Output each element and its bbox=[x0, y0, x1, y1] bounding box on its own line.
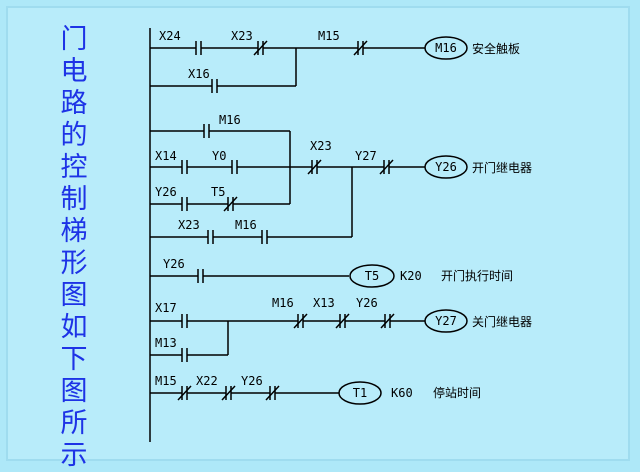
title-char: 的 bbox=[60, 120, 88, 151]
coil-y26-desc: 开门继电器 bbox=[472, 160, 532, 175]
label-m16: M16 bbox=[219, 113, 241, 127]
title-char: 控 bbox=[60, 152, 88, 183]
coil-t5: T5 bbox=[365, 269, 379, 283]
diagram-panel bbox=[6, 6, 630, 461]
title-char: 示 bbox=[60, 440, 88, 471]
rung-3 bbox=[150, 264, 395, 288]
label-y26: Y26 bbox=[241, 374, 263, 388]
label-t5: T5 bbox=[211, 185, 225, 199]
title-char: 如 bbox=[60, 312, 88, 343]
label-x23: X23 bbox=[178, 218, 200, 232]
rung-1 bbox=[150, 36, 468, 93]
rung-2 bbox=[150, 124, 468, 244]
label-x23: X23 bbox=[310, 139, 332, 153]
title-char: 图 bbox=[60, 376, 88, 407]
label-y26: Y26 bbox=[163, 257, 185, 271]
label-y0: Y0 bbox=[212, 149, 226, 163]
coil-m16: M16 bbox=[435, 41, 457, 55]
label-y26: Y26 bbox=[356, 296, 378, 310]
label-m16: M16 bbox=[235, 218, 257, 232]
label-x23: X23 bbox=[231, 29, 253, 43]
title-char: 所 bbox=[60, 408, 88, 439]
coil-m16-desc: 安全触板 bbox=[472, 41, 520, 56]
label-m16: M16 bbox=[272, 296, 294, 310]
label-x22: X22 bbox=[196, 374, 218, 388]
label-x16: X16 bbox=[188, 67, 210, 81]
vertical-title: 门 电 路 的 控 制 梯 形 图 如 下 图 所 示 bbox=[44, 24, 104, 472]
coil-y26: Y26 bbox=[435, 160, 457, 174]
label-x14: X14 bbox=[155, 149, 177, 163]
title-char: 电 bbox=[60, 56, 88, 87]
label-m13: M13 bbox=[155, 336, 177, 350]
coil-y27: Y27 bbox=[435, 314, 457, 328]
title-char: 路 bbox=[60, 88, 88, 119]
label-x17: X17 bbox=[155, 301, 177, 315]
label-k60: K60 bbox=[391, 386, 413, 400]
title-char: 梯 bbox=[60, 216, 88, 247]
title-char: 下 bbox=[60, 344, 88, 375]
title-char: 图 bbox=[60, 280, 88, 311]
title-char: 形 bbox=[60, 248, 88, 279]
title-char: 制 bbox=[60, 184, 88, 215]
rung-4 bbox=[150, 309, 468, 362]
label-y27: Y27 bbox=[355, 149, 377, 163]
coil-y27-desc: 关门继电器 bbox=[472, 314, 532, 329]
title-char: 门 bbox=[60, 24, 88, 55]
coil-t1: T1 bbox=[353, 386, 367, 400]
rung-5 bbox=[150, 381, 382, 405]
label-m15: M15 bbox=[155, 374, 177, 388]
label-k20: K20 bbox=[400, 269, 422, 283]
coil-t1-desc: 停站时间 bbox=[433, 385, 481, 400]
coil-t5-desc: 开门执行时间 bbox=[441, 268, 513, 283]
label-m15: M15 bbox=[318, 29, 340, 43]
label-x24: X24 bbox=[159, 29, 181, 43]
label-y26: Y26 bbox=[155, 185, 177, 199]
label-x13: X13 bbox=[313, 296, 335, 310]
